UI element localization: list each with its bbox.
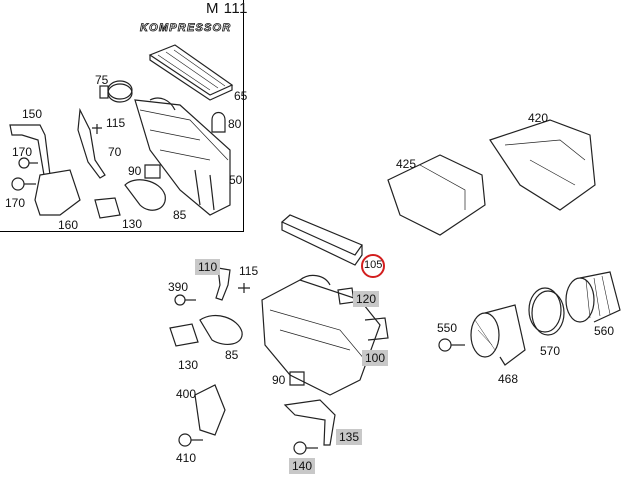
label-65: 65 (234, 89, 248, 103)
part-65-air-filter-element (148, 44, 234, 101)
label-120-highlight: 120 (353, 291, 380, 307)
label-85-lower: 85 (225, 348, 239, 362)
label-150: 150 (22, 107, 43, 121)
part-50-housing (134, 97, 231, 216)
part-390-bolt (174, 294, 196, 306)
model-title: M 111 (206, 0, 248, 17)
label-130-lower: 130 (178, 358, 199, 372)
label-50: 50 (229, 173, 243, 187)
label-420: 420 (528, 111, 549, 125)
label-85-inset: 85 (173, 208, 187, 222)
part-85-hose-lower (199, 315, 243, 346)
label-570: 570 (540, 344, 561, 358)
part-560-hose (565, 271, 621, 323)
part-70-bracket (77, 107, 106, 179)
part-140-bolt (293, 441, 318, 455)
part-170-bolts (11, 157, 38, 191)
label-160: 160 (58, 218, 79, 232)
label-135-highlight: 135 (336, 429, 363, 445)
part-90-grommet (144, 164, 161, 179)
label-468: 468 (498, 372, 519, 386)
part-115-bolt-lower (238, 283, 250, 293)
label-115-lower: 115 (239, 264, 259, 278)
label-390: 390 (168, 280, 189, 294)
label-105-circled: 105 (361, 254, 385, 278)
part-135-bracket (283, 399, 336, 446)
part-90-grommet-lower (289, 371, 305, 386)
m111-inset-frame (0, 0, 244, 232)
label-560: 560 (594, 324, 615, 338)
part-100-housing (261, 274, 389, 396)
part-110-bracket (215, 267, 231, 301)
label-130-inset: 130 (122, 217, 143, 231)
part-400-bracket (194, 384, 226, 436)
label-115-inset: 115 (106, 116, 126, 130)
label-410: 410 (176, 451, 197, 465)
model-variant: KOMPRESSOR (140, 22, 232, 35)
label-75: 75 (95, 73, 109, 87)
label-170-lower: 170 (5, 196, 26, 210)
part-570-clamp (528, 287, 565, 336)
label-110-highlight: 110 (195, 259, 221, 275)
label-400: 400 (176, 387, 197, 401)
part-425-cover (387, 154, 486, 236)
part-75-clamp (99, 80, 133, 103)
label-550: 550 (437, 321, 458, 335)
label-170-upper: 170 (12, 145, 33, 159)
part-105-filter-element (280, 214, 363, 266)
part-420-cover (489, 119, 596, 211)
part-410-bolt (178, 433, 203, 447)
part-80-cap (211, 111, 226, 133)
label-140-highlight: 140 (289, 458, 316, 474)
label-90-lower: 90 (272, 373, 286, 387)
part-130-sleeve (94, 197, 121, 219)
label-100-highlight: 100 (362, 350, 389, 366)
part-130-sleeve-lower (169, 323, 199, 347)
part-468-mass-air-flow-sensor (470, 304, 526, 366)
part-160-bracket (34, 169, 81, 216)
part-115-bolt (92, 124, 102, 134)
label-90-inset: 90 (128, 164, 142, 178)
part-85-hose (124, 179, 166, 211)
label-70: 70 (108, 145, 122, 159)
part-550-bolt (438, 338, 465, 352)
label-425: 425 (396, 157, 417, 171)
label-80: 80 (228, 117, 242, 131)
